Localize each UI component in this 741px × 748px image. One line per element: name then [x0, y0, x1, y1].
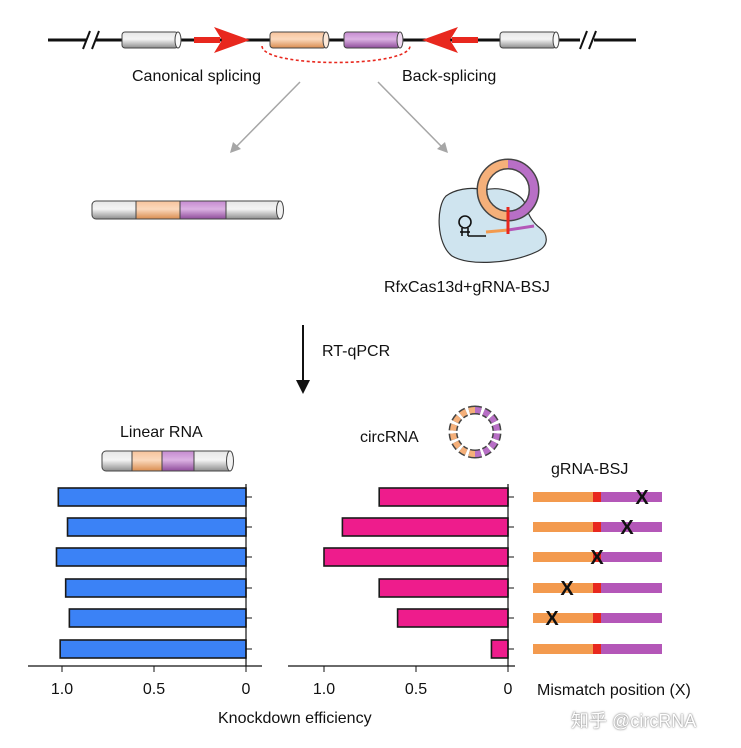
- grna-bsj-title: gRNA-BSJ: [551, 461, 629, 478]
- linear-rna-title: Linear RNA: [120, 424, 203, 441]
- gene-break-left-icon: [82, 30, 100, 50]
- grna-5prime-segment: [533, 583, 593, 593]
- back-splicing-label: Back-splicing: [402, 68, 497, 85]
- bsj-junction-mark: [593, 644, 601, 654]
- knockdown-efficiency-label: Knockdown efficiency: [218, 710, 372, 727]
- linear-rna-chart: 1.0 0.5 0: [28, 484, 262, 698]
- circ-bar: [378, 487, 509, 507]
- exon-orange: [269, 31, 330, 49]
- grna-5prime-segment: [533, 552, 593, 562]
- mismatch-marker: X: [635, 487, 649, 509]
- circ-xtick-label: 0.5: [405, 681, 427, 698]
- grna-3prime-segment: [593, 583, 662, 593]
- grna-strand: [485, 224, 535, 234]
- mismatch-marker: X: [560, 578, 574, 600]
- pre-mrna-gene: [48, 27, 636, 64]
- circrna-chart: 1.0 0.5 0: [288, 484, 515, 698]
- circrna-icon: [448, 405, 502, 459]
- exon-purple: [343, 31, 404, 49]
- bsj-junction-mark: [593, 552, 601, 562]
- linear-bar: [59, 639, 247, 659]
- red-arrow-left-icon: [422, 27, 478, 53]
- grna-3prime-segment: [593, 522, 662, 532]
- bsj-junction-mark: [593, 613, 601, 623]
- linear-mrna: [91, 200, 284, 220]
- grna-3prime-segment: [593, 644, 662, 654]
- grna-3prime-segment: [593, 492, 662, 502]
- grna-5prime-segment: [533, 644, 593, 654]
- grna-5prime-segment: [533, 492, 593, 502]
- splice-arrow-left-icon: [230, 81, 301, 153]
- linear-rna-icon: [101, 450, 234, 472]
- linear-bar: [66, 517, 247, 537]
- linear-bar: [55, 547, 247, 567]
- grna-3prime-segment: [593, 552, 662, 562]
- grna-5prime-segment: [533, 613, 593, 623]
- circ-xtick-label: 1.0: [313, 681, 335, 698]
- circrna-title: circRNA: [360, 429, 419, 446]
- rt-qpcr-arrow-icon: [296, 325, 310, 394]
- linear-bar: [57, 487, 247, 507]
- canonical-splicing-label: Canonical splicing: [132, 68, 261, 85]
- grna-5prime-segment: [533, 522, 593, 532]
- linear-xtick-label: 0.5: [143, 681, 165, 698]
- circ-xtick-label: 0: [504, 681, 513, 698]
- circ-bar: [341, 517, 509, 537]
- rt-qpcr-label: RT-qPCR: [322, 343, 391, 360]
- enzyme-label: RfxCas13d+gRNA-BSJ: [384, 279, 550, 296]
- gene-break-right-icon: [579, 30, 597, 50]
- linear-xtick-label: 1.0: [51, 681, 73, 698]
- circ-bar: [378, 578, 509, 598]
- circ-bar: [396, 608, 509, 628]
- exon-gray-right: [499, 31, 560, 49]
- mismatch-marker: X: [590, 547, 604, 569]
- cas13d-complex: [438, 158, 547, 263]
- watermark: 知乎 @circRNA: [571, 711, 697, 731]
- bsj-junction-mark: [593, 522, 601, 532]
- grna-3prime-segment: [593, 613, 662, 623]
- mismatch-marker: X: [620, 517, 634, 539]
- linear-bar: [64, 578, 247, 598]
- linear-bar: [68, 608, 247, 628]
- circ-bar: [490, 639, 509, 659]
- red-arrow-right-icon: [194, 27, 250, 53]
- circrna-ring: [476, 158, 540, 226]
- mismatch-position-label: Mismatch position (X): [537, 682, 691, 699]
- splice-arrow-right-icon: [377, 81, 448, 153]
- bsj-junction-mark: [593, 492, 601, 502]
- exon-gray-left: [121, 31, 182, 49]
- mismatch-marker: X: [545, 608, 559, 630]
- linear-xtick-label: 0: [242, 681, 251, 698]
- back-splice-loop: [261, 45, 411, 64]
- bsj-junction-mark: [593, 583, 601, 593]
- circ-bar: [323, 547, 509, 567]
- grna-hairpin-icon: [458, 215, 486, 237]
